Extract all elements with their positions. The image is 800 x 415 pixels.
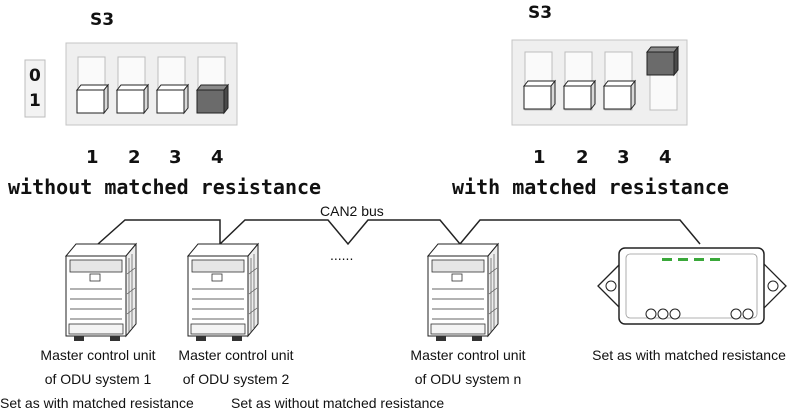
unit-2-line2: of ODU system 2 bbox=[183, 371, 290, 387]
right-switch-title: S3 bbox=[528, 3, 552, 23]
matched-resistance-device bbox=[597, 247, 787, 325]
unit-caption-n: Master control unit of ODU system n bbox=[410, 347, 525, 387]
unit-n-line2: of ODU system n bbox=[415, 371, 522, 387]
left-caption: without matched resistance bbox=[8, 175, 321, 199]
right-switch-2 bbox=[562, 51, 597, 111]
bottom-mid-note: Set as without matched resistance bbox=[231, 395, 444, 411]
unit-1-line2: of ODU system 1 bbox=[45, 371, 152, 387]
left-number-3: 3 bbox=[169, 147, 182, 168]
left-dip-switch bbox=[65, 42, 238, 126]
bottom-left-note: Set as with matched resistance bbox=[0, 395, 194, 411]
left-switch-numbers: 1 2 3 4 bbox=[86, 147, 224, 168]
left-switch-2 bbox=[115, 56, 150, 115]
right-number-2: 2 bbox=[576, 147, 589, 168]
left-number-4: 4 bbox=[211, 147, 224, 168]
can2-bus-label: CAN2 bus bbox=[320, 203, 384, 219]
bus-ellipsis: ...... bbox=[330, 247, 353, 263]
right-dip-switch bbox=[511, 39, 688, 126]
scale-off-label: 0 bbox=[29, 66, 41, 86]
unit-n-line1: Master control unit bbox=[410, 347, 525, 363]
right-number-4: 4 bbox=[659, 147, 672, 168]
odu-unit-1 bbox=[65, 243, 137, 342]
can2-bus-line bbox=[97, 219, 701, 246]
left-switch-4 bbox=[195, 56, 230, 115]
unit-caption-1: Master control unit of ODU system 1 bbox=[40, 347, 155, 387]
odu-unit-2 bbox=[187, 243, 259, 342]
right-number-1: 1 bbox=[533, 147, 546, 168]
right-caption: with matched resistance bbox=[452, 175, 729, 199]
right-switch-4 bbox=[645, 45, 680, 111]
odu-unit-n bbox=[427, 243, 499, 342]
right-switch-3 bbox=[602, 51, 637, 111]
left-number-2: 2 bbox=[128, 147, 141, 168]
right-switch-1 bbox=[522, 51, 557, 111]
unit-caption-2: Master control unit of ODU system 2 bbox=[178, 347, 293, 387]
unit-2-line1: Master control unit bbox=[178, 347, 293, 363]
scale-on-label: 1 bbox=[29, 91, 41, 111]
right-number-3: 3 bbox=[617, 147, 630, 168]
left-switch-3 bbox=[155, 56, 190, 115]
left-switch-1 bbox=[75, 56, 110, 115]
left-switch-title: S3 bbox=[90, 10, 114, 30]
left-switch-scale: 0 1 bbox=[24, 59, 46, 118]
device-caption: Set as with matched resistance bbox=[592, 347, 786, 363]
left-number-1: 1 bbox=[86, 147, 99, 168]
right-switch-numbers: 1 2 3 4 bbox=[533, 147, 672, 168]
unit-1-line1: Master control unit bbox=[40, 347, 155, 363]
